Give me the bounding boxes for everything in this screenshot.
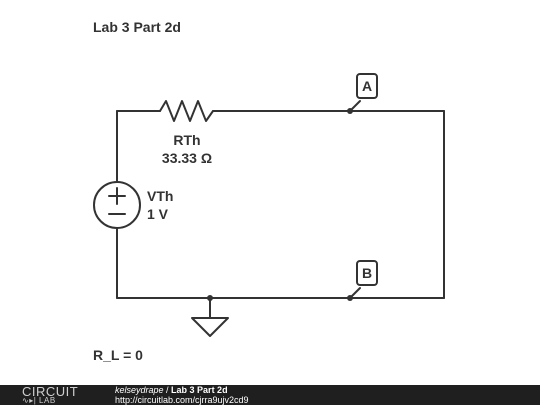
footer-bar: CIRCUIT ∿▸| LAB kelseydrape / Lab 3 Part…	[0, 384, 540, 405]
logo-wave-icon: ∿▸|	[22, 396, 37, 405]
source-value: 1 V	[147, 206, 169, 222]
diagram-title: Lab 3 Part 2d	[93, 19, 181, 35]
author-link[interactable]: kelseydrape	[115, 385, 164, 395]
resistor-value: 33.33 Ω	[162, 150, 212, 166]
author-line: kelseydrape / Lab 3 Part 2d	[115, 385, 228, 395]
junction-dot-b	[347, 295, 353, 301]
probe-b-flag	[356, 260, 378, 286]
resistor-symbol	[159, 100, 214, 122]
project-url-link[interactable]: http://circuitlab.com/cjrra9ujv2cd9	[115, 395, 249, 405]
probe-a-flag	[356, 73, 378, 99]
author-separator: /	[163, 385, 172, 395]
circuitlab-logo[interactable]: CIRCUIT ∿▸| LAB	[22, 384, 92, 405]
junction-dot-ground	[207, 295, 213, 301]
load-resistance-note: R_L = 0	[93, 347, 143, 363]
logo-text-bottom: ∿▸| LAB	[22, 396, 56, 405]
resistor-name: RTh	[173, 132, 200, 148]
logo-text-top: CIRCUIT	[22, 384, 79, 399]
source-name: VTh	[147, 188, 173, 204]
logo-lab-text: LAB	[39, 396, 56, 405]
probe-b-label: B	[362, 265, 372, 281]
plus-sign-icon	[108, 187, 126, 205]
project-name: Lab 3 Part 2d	[171, 385, 228, 395]
probe-a-label: A	[362, 78, 372, 94]
ground-icon	[191, 317, 229, 337]
circuit-diagram: A B RTh 33.33 Ω VTh 1 V	[93, 73, 445, 337]
junction-dot-a	[347, 108, 353, 114]
